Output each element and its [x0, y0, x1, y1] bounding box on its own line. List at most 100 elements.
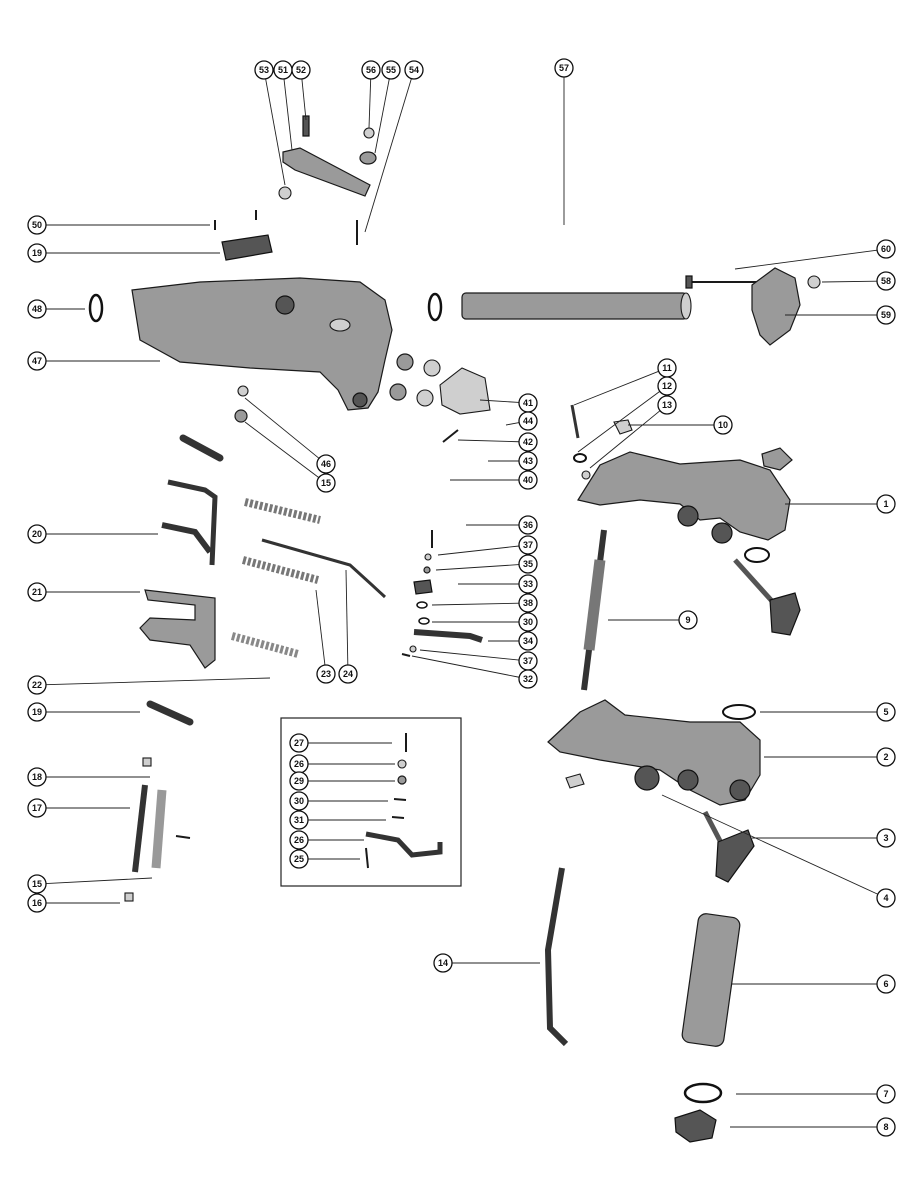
- pin-32-part: [401, 653, 411, 657]
- callout-circle: [554, 58, 574, 78]
- callout-circle: [876, 271, 896, 291]
- callout-number: 40: [523, 475, 533, 485]
- callout-48: 48: [27, 299, 47, 319]
- callout-number: 15: [32, 879, 42, 889]
- callout-circle: [876, 828, 896, 848]
- callout-circle: [254, 60, 274, 80]
- callout-26: 26: [289, 830, 309, 850]
- callout-number: 11: [662, 363, 672, 373]
- callout-number: 5: [883, 707, 888, 717]
- callout-circle: [518, 515, 538, 535]
- part-37: [424, 553, 432, 561]
- housing-slot: [329, 318, 351, 332]
- callout-7: 7: [876, 1084, 896, 1104]
- callout-circle: [291, 60, 311, 80]
- callout-number: 9: [685, 615, 690, 625]
- inset-frame: [280, 717, 462, 887]
- washer-55-part: [359, 151, 377, 165]
- ring-38-part: [416, 601, 428, 609]
- spring-23-part: [241, 556, 320, 584]
- lever-20b-part: [161, 522, 213, 554]
- callout-25: 25: [289, 849, 309, 869]
- leader-line-56: [368, 78, 372, 129]
- callout-57: 57: [554, 58, 574, 78]
- callout-58: 58: [876, 271, 896, 291]
- callout-number: 26: [294, 835, 304, 845]
- leader-line-23: [315, 589, 326, 666]
- callout-30: 30: [289, 791, 309, 811]
- callout-circle: [289, 849, 309, 869]
- callout-3: 3: [876, 828, 896, 848]
- callout-circle: [289, 771, 309, 791]
- callout-circle: [316, 473, 336, 493]
- bracket-59-part: [751, 267, 801, 346]
- bracket-2-hole: [729, 779, 751, 801]
- callout-number: 3: [883, 833, 888, 843]
- lever-20-part: [167, 479, 218, 566]
- leader-line-44: [505, 422, 520, 426]
- callout-34: 34: [518, 631, 538, 651]
- callout-14: 14: [433, 953, 453, 973]
- callout-number: 17: [32, 803, 42, 813]
- callout-24: 24: [338, 664, 358, 684]
- callout-number: 37: [523, 656, 533, 666]
- callout-number: 23: [321, 669, 331, 679]
- callout-circle: [876, 888, 896, 908]
- leader-line-15: [244, 421, 320, 478]
- callout-circle: [361, 60, 381, 80]
- callout-16: 16: [27, 893, 47, 913]
- callout-circle: [27, 874, 47, 894]
- callout-circle: [27, 798, 47, 818]
- callout-35: 35: [518, 554, 538, 574]
- callout-number: 51: [278, 65, 288, 75]
- callout-number: 30: [523, 617, 533, 627]
- clip-33-part: [413, 579, 433, 595]
- callout-27: 27: [289, 733, 309, 753]
- callout-number: 19: [32, 248, 42, 258]
- bushing-part: [423, 359, 441, 377]
- callout-circle: [657, 376, 677, 396]
- yoke-21-part: [139, 589, 216, 669]
- callout-number: 41: [523, 398, 533, 408]
- rod-14-part: [544, 867, 569, 1047]
- callout-number: 50: [32, 220, 42, 230]
- callout-number: 59: [881, 310, 891, 320]
- callout-number: 47: [32, 356, 42, 366]
- leader-line-54: [364, 78, 412, 233]
- callout-circle: [518, 612, 538, 632]
- callout-number: 43: [523, 456, 533, 466]
- callout-37: 37: [518, 651, 538, 671]
- callout-number: 34: [523, 636, 533, 646]
- bracket-1-part: [577, 451, 791, 541]
- leader-line-37: [419, 649, 520, 661]
- callout-52: 52: [291, 60, 311, 80]
- callout-number: 8: [883, 1122, 888, 1132]
- parts-artwork: [88, 115, 821, 1143]
- callout-circle: [518, 470, 538, 490]
- callout-number: 1: [883, 499, 888, 509]
- callout-number: 31: [294, 815, 304, 825]
- rod-24-part: [261, 538, 387, 599]
- inset-lever-26: [365, 831, 443, 858]
- bushing-part: [389, 383, 407, 401]
- inset-part-28: [397, 759, 407, 769]
- housing-hole: [352, 392, 368, 408]
- leader-line-15: [45, 877, 153, 884]
- callout-circle: [876, 305, 896, 325]
- washer-part: [744, 547, 770, 563]
- callout-20: 20: [27, 524, 47, 544]
- callout-circle: [289, 830, 309, 850]
- pad-41-part: [439, 367, 491, 415]
- callout-number: 46: [321, 459, 331, 469]
- callout-number: 12: [662, 381, 672, 391]
- callout-number: 56: [366, 65, 376, 75]
- callout-circle: [289, 810, 309, 830]
- callout-number: 60: [881, 244, 891, 254]
- callout-circle: [27, 893, 47, 913]
- callout-38: 38: [518, 593, 538, 613]
- leader-line-42: [457, 439, 520, 443]
- callout-number: 16: [32, 898, 42, 908]
- shaft-9-sleeve: [583, 559, 606, 651]
- nut-53-part: [278, 186, 292, 200]
